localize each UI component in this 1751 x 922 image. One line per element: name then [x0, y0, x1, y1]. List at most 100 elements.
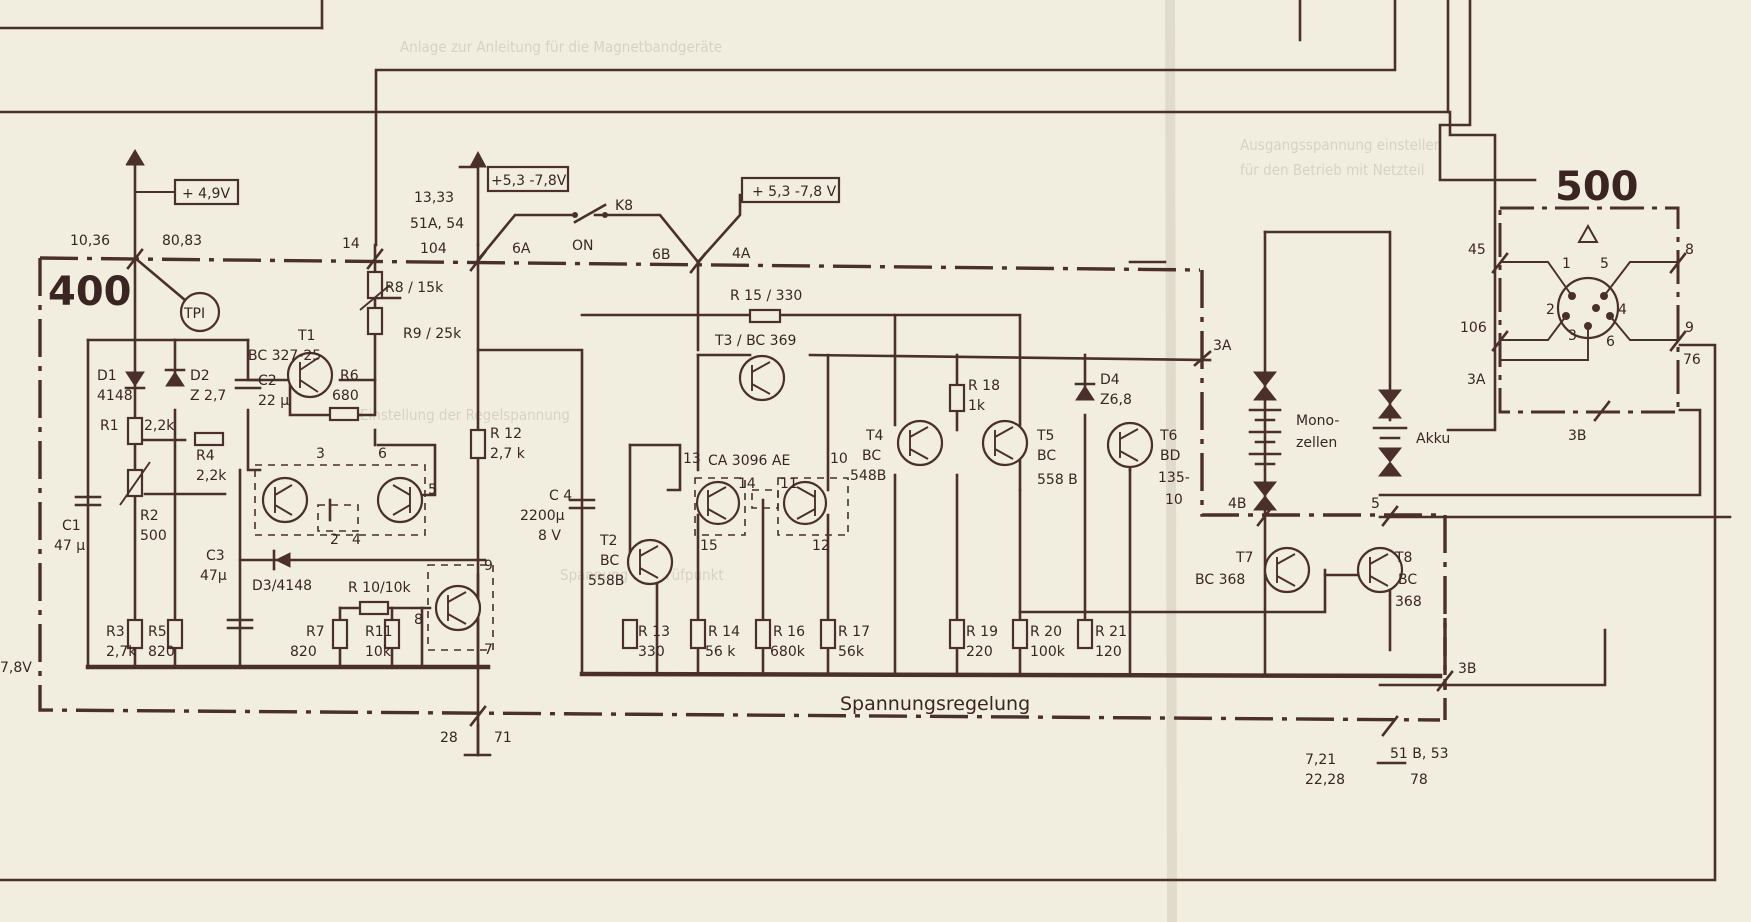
label-akku: Akku	[1416, 431, 1450, 447]
conn-pin-2: 2	[1546, 302, 1555, 318]
transistor-t2	[626, 538, 674, 586]
label-c2: C2	[258, 373, 277, 389]
label-t3: T3 / BC 369	[714, 333, 796, 349]
pin-12: 12	[812, 538, 830, 554]
label-c4-voltage: 8 V	[538, 528, 561, 544]
transistor-t7	[1263, 546, 1311, 594]
label-t6: T6	[1159, 428, 1178, 444]
conn-pin-5: 5	[1600, 256, 1609, 272]
voltage-label-2: +5,3 -7,8V	[491, 173, 567, 189]
label-d1: D1	[97, 368, 117, 384]
label-c4: C 4	[549, 488, 572, 504]
svg-text:Einstellung der Regelspannung: Einstellung der Regelspannung	[360, 406, 570, 424]
node-3a: 3A	[1213, 338, 1232, 354]
label-t6-num: 135-	[1158, 470, 1190, 486]
conn-node-3b: 3B	[1568, 428, 1587, 444]
block-400-boundary	[38, 258, 1441, 722]
label-t8-num: 368	[1395, 594, 1422, 610]
resistor-r10	[358, 600, 390, 616]
label-t2: T2	[599, 533, 617, 549]
label-r17-val: 56k	[838, 644, 865, 660]
diode-mono-bottom	[1252, 481, 1278, 497]
pin-5: 5	[428, 482, 437, 498]
diode-d2	[165, 371, 185, 387]
label-r14-val: 56 k	[705, 644, 736, 660]
label-d2-val: Z 2,7	[190, 388, 226, 404]
resistor-r5	[166, 618, 184, 650]
label-r1: R1	[100, 418, 119, 434]
conn-node-106: 106	[1460, 320, 1487, 336]
resistors	[119, 270, 1094, 650]
transistor-t5	[981, 419, 1029, 467]
diodes	[124, 368, 1403, 571]
paper-fold	[1165, 0, 1177, 922]
conn-node-9: 9	[1685, 320, 1694, 336]
node-4b: 4B	[1228, 496, 1247, 512]
diode-akku-top	[1377, 389, 1403, 405]
pin-14: 14	[738, 476, 756, 492]
t-pin-7: 7	[484, 642, 493, 658]
show-through-text: Anlage zur Anleitung für die Magnetbandg…	[360, 38, 1442, 584]
label-d3: D3/4148	[252, 578, 312, 594]
diode-d3	[274, 552, 291, 568]
label-r20-val: 100k	[1030, 644, 1066, 660]
label-r9: R9 / 25k	[403, 326, 462, 342]
label-t6-val: BD	[1160, 448, 1180, 464]
capacitors	[74, 378, 596, 630]
node-78: 78	[1410, 772, 1428, 788]
label-r21: R 21	[1095, 624, 1127, 640]
label-r7: R7	[306, 624, 325, 640]
conn-node-8: 8	[1685, 242, 1694, 258]
label-t5-num: 558 B	[1037, 472, 1078, 488]
label-c4-val: 2200µ	[520, 508, 565, 524]
pin-11: 11	[780, 476, 798, 492]
node-1333: 13,33	[414, 190, 454, 206]
label-r20: R 20	[1030, 624, 1062, 640]
pin-2: 2	[330, 532, 339, 548]
resistor-r1	[126, 416, 144, 446]
transistor-t8	[1356, 546, 1404, 594]
node-721: 7,21	[1305, 752, 1336, 768]
switch-state: ON	[572, 238, 594, 254]
resistor-r13	[621, 618, 639, 650]
resistor-r17	[819, 618, 837, 650]
transistor-t1	[286, 351, 334, 399]
resistor-r7	[331, 618, 349, 650]
label-d2: D2	[190, 368, 210, 384]
switch-k8	[476, 203, 700, 264]
label-r19-val: 220	[966, 644, 993, 660]
node-1036: 10,36	[70, 233, 110, 249]
diagram-title: Spannungsregelung	[840, 693, 1030, 715]
label-c1: C1	[62, 518, 81, 534]
pin-10: 10	[830, 451, 848, 467]
label-t8: T8	[1394, 550, 1412, 566]
label-d1-val: 4148	[97, 388, 133, 404]
transistor-reg	[434, 584, 482, 632]
diode-mono-top	[1252, 371, 1278, 387]
label-r14: R 14	[708, 624, 740, 640]
connector-500	[1500, 223, 1678, 361]
label-mono-2: zellen	[1296, 435, 1337, 451]
node-5: 5	[1371, 496, 1380, 512]
ground-rail-right	[579, 671, 1443, 679]
resistor-r6	[328, 406, 360, 422]
resistor-r9	[366, 306, 384, 336]
label-r4: R4	[196, 448, 215, 464]
label-mono: Mono-	[1296, 413, 1339, 429]
label-d4: D4	[1100, 372, 1120, 388]
label-t1: T1	[297, 328, 315, 344]
voltage-label-left: 7,8V	[0, 660, 32, 676]
block-400-right-boundary	[1200, 270, 1447, 720]
label-t8-val: BC	[1398, 572, 1417, 588]
label-r13: R 13	[638, 624, 670, 640]
label-r2-val: 500	[140, 528, 167, 544]
transistors	[261, 351, 1404, 632]
label-t2-val: BC	[600, 553, 619, 569]
diode-akku-bottom	[1377, 447, 1403, 463]
voltage-boxes	[135, 165, 841, 206]
node-71: 71	[494, 730, 512, 746]
resistor-r19	[948, 618, 966, 650]
node-104: 104	[420, 241, 447, 257]
switch-name: K8	[615, 198, 633, 214]
